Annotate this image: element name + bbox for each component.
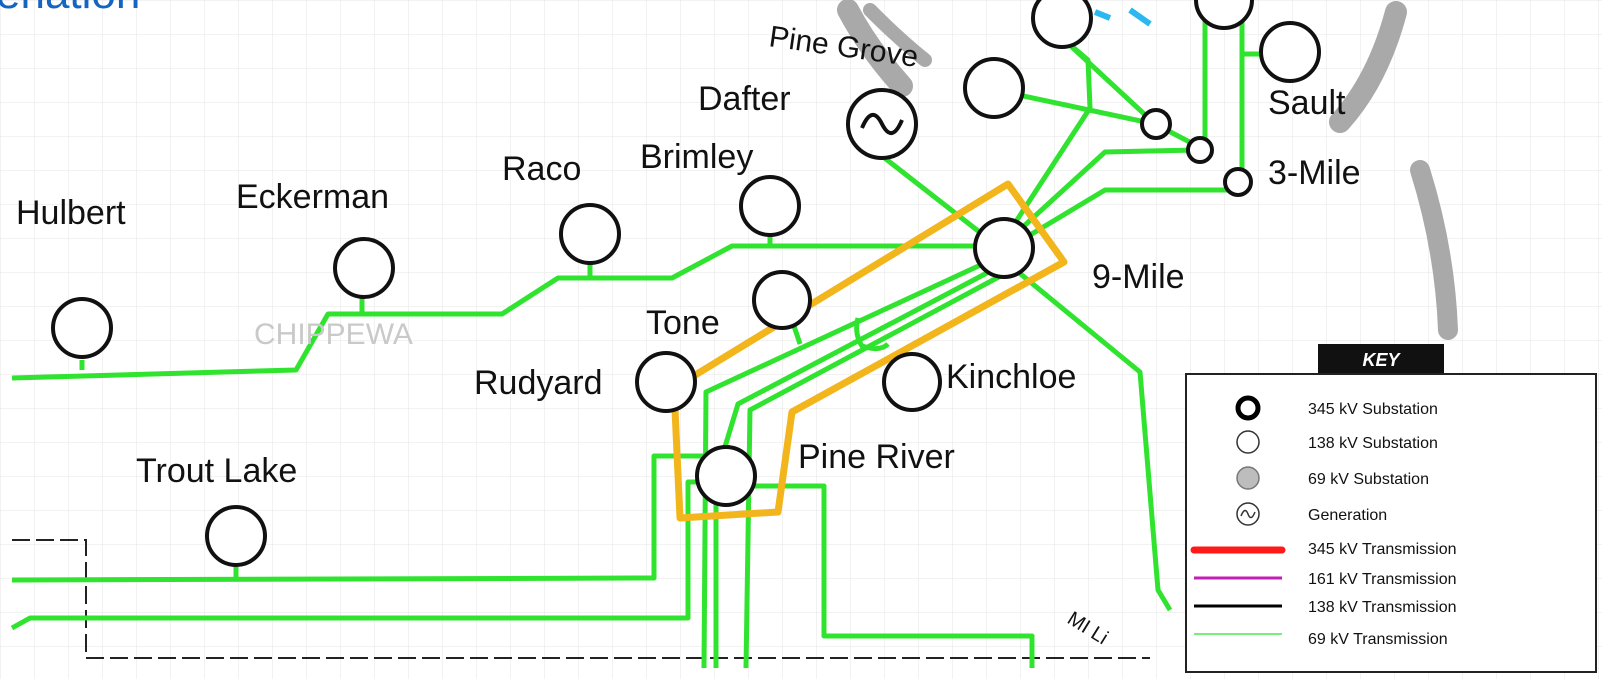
- label-9-mile: 9-Mile: [1092, 258, 1185, 296]
- substation-junction-b: [1186, 136, 1214, 164]
- page-title-fragment: enation: [0, 0, 140, 18]
- substation-north-b: [1194, 0, 1254, 30]
- line-hulbert-9mile: [11, 243, 1008, 381]
- key-label-69kv-substation: 69 kV Substation: [1308, 471, 1429, 488]
- substation-rudyard: [635, 351, 697, 413]
- key-label-345kv-substation: 345 kV Substation: [1308, 401, 1438, 418]
- substation-pine-grove: [963, 57, 1025, 119]
- key-symbol-69kv-substation: [1236, 466, 1260, 490]
- line-troutlake: [11, 453, 718, 583]
- key-symbol-generation: [1236, 502, 1260, 526]
- label-tone: Tone: [646, 304, 720, 342]
- line-9mile-rudyard: [701, 253, 1002, 669]
- substation-sault: [1259, 21, 1321, 83]
- substation-eckerman: [333, 237, 395, 299]
- key-label-161kv-transmission: 161 kV Transmission: [1308, 571, 1457, 588]
- label-3-mile: 3-Mile: [1268, 154, 1361, 192]
- label-sault: Sault: [1268, 84, 1346, 122]
- tap-tone: [791, 325, 803, 345]
- label-pine-river: Pine River: [798, 438, 955, 476]
- generation-dafter: [846, 88, 918, 160]
- label-raco: Raco: [502, 150, 581, 188]
- line-9mile-pineriver-a: [721, 261, 1006, 451]
- line-9mile-pineriver-b: [743, 269, 1010, 669]
- key-label-345kv-transmission: 345 kV Transmission: [1308, 541, 1457, 558]
- substation-trout-lake: [205, 505, 267, 567]
- map-key: KEY 345 kV Substation 138 kV Substation …: [1185, 344, 1597, 673]
- label-rudyard: Rudyard: [474, 364, 603, 402]
- key-symbol-345kv-substation: [1235, 395, 1261, 421]
- study-area-outline: [670, 180, 1068, 522]
- key-title: KEY: [1362, 350, 1401, 370]
- substation-labels: Hulbert Eckerman Raco Brimley Dafter Pin…: [16, 20, 1361, 490]
- line-9mile-south: [1004, 260, 1173, 612]
- county-boundary-line: [12, 539, 1150, 659]
- water-feature: [1093, 7, 1152, 27]
- substation-junction-a: [1140, 108, 1172, 140]
- roads: [837, 0, 1458, 340]
- substation-9-mile: [973, 217, 1035, 279]
- sine-wave-icon: [860, 113, 904, 135]
- substation-north-a: [1031, 0, 1093, 49]
- substation-hulbert: [51, 297, 113, 359]
- key-label-138kv-transmission: 138 kV Transmission: [1308, 599, 1457, 616]
- label-hulbert: Hulbert: [16, 194, 126, 232]
- key-label-69kv-transmission: 69 kV Transmission: [1308, 631, 1448, 648]
- label-trout-lake: Trout Lake: [136, 452, 297, 490]
- key-label-138kv-substation: 138 kV Substation: [1308, 435, 1438, 452]
- substation-3-mile: [1223, 167, 1253, 197]
- label-dafter: Dafter: [698, 80, 791, 118]
- county-boundary: [12, 539, 1150, 659]
- line-pineriver-south: [726, 483, 1035, 668]
- key-sine-wave-icon: [1240, 509, 1256, 519]
- road-segment: [837, 0, 913, 97]
- road-segment: [1410, 160, 1458, 340]
- water-mark: [1093, 9, 1112, 21]
- label-eckerman: Eckerman: [236, 178, 389, 216]
- county-label: CHIPPEWA: [254, 318, 413, 351]
- line-north-pinegrove: [1058, 34, 1157, 126]
- substation-kinchloe: [882, 352, 942, 412]
- water-mark: [1128, 7, 1152, 27]
- transmission-lines-69kv: [10, 12, 1288, 669]
- substation-tone: [752, 270, 812, 330]
- key-symbol-138kv-substation: [1236, 430, 1260, 454]
- substation-pine-river: [695, 445, 757, 507]
- substation-raco: [559, 203, 621, 265]
- tap-kinchloe: [854, 317, 890, 352]
- substations: [51, 0, 1321, 567]
- substation-brimley: [739, 175, 801, 237]
- road-segment: [863, 3, 932, 67]
- road-segment: [1329, 1, 1407, 133]
- label-brimley: Brimley: [640, 138, 753, 176]
- label-kinchloe: Kinchloe: [946, 358, 1076, 396]
- key-header-bg: [1318, 344, 1444, 374]
- key-label-generation: Generation: [1308, 507, 1387, 524]
- line-9mile-3mile-a: [1000, 147, 1199, 248]
